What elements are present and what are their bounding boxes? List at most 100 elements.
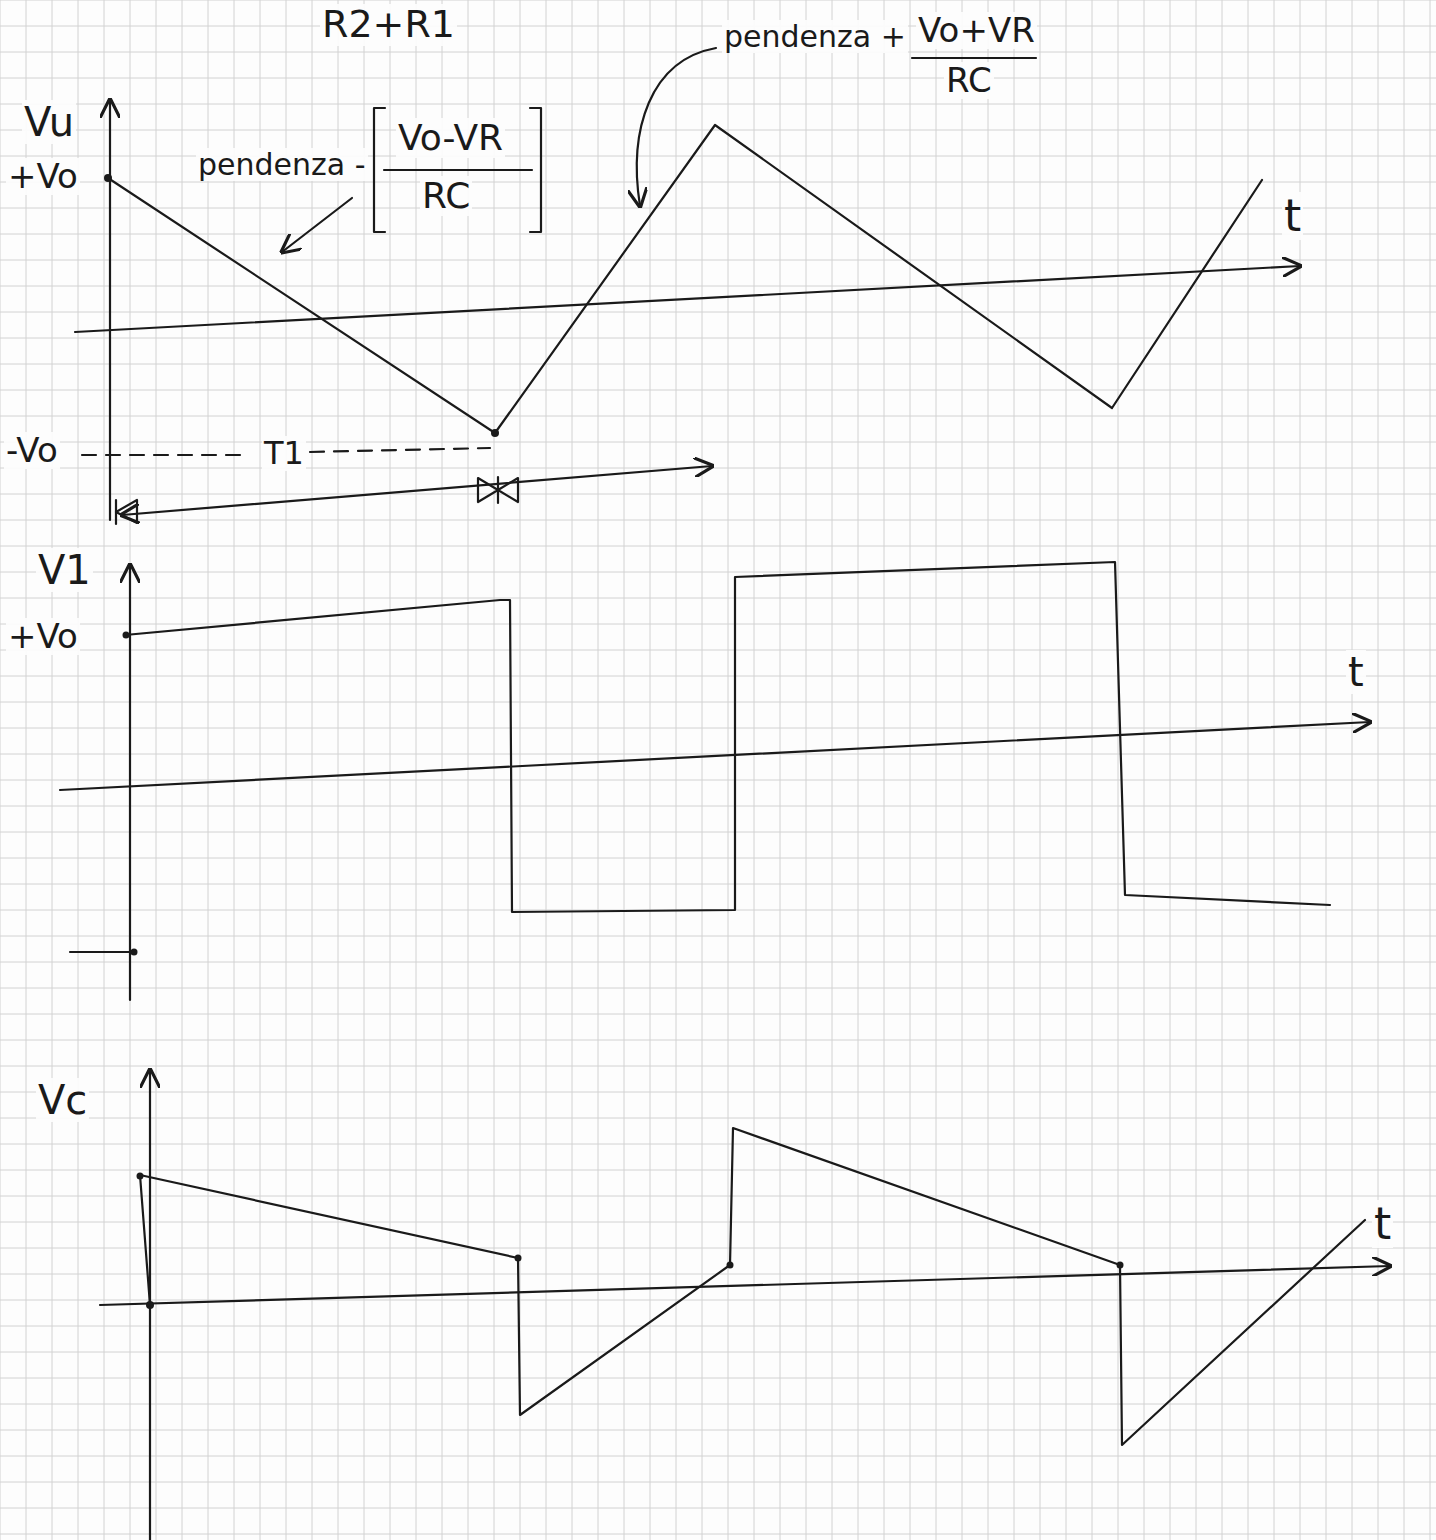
vertex-dot <box>515 1255 522 1262</box>
grid-line <box>0 1014 1436 1015</box>
vu-axis <box>109 100 111 520</box>
grid-line <box>832 0 833 1540</box>
fraction-bar <box>384 169 532 171</box>
grid-line <box>0 390 1436 391</box>
grid-line <box>936 0 937 1540</box>
grid-line <box>104 0 105 1540</box>
grid-line <box>0 988 1436 989</box>
period-arrow <box>122 466 712 515</box>
grid-line <box>1248 0 1249 1540</box>
grid-line <box>884 0 885 1540</box>
level-value: +Vo <box>6 158 80 195</box>
grid-line <box>1118 0 1119 1540</box>
level-dashes <box>82 454 250 456</box>
grid-line <box>858 0 859 1540</box>
grid-line <box>0 962 1436 963</box>
grid-line <box>0 1404 1436 1405</box>
diode-symbol <box>115 500 117 524</box>
grid-line <box>0 780 1436 781</box>
fraction-denominator: RC <box>944 62 994 99</box>
grid-line <box>312 0 313 1540</box>
grid-line <box>0 442 1436 443</box>
grid-line <box>156 0 157 1540</box>
time-axis <box>75 266 1300 332</box>
grid-line <box>0 884 1436 885</box>
grid-line <box>0 52 1436 53</box>
grid-line <box>780 0 781 1540</box>
axis-name: t <box>1346 650 1366 694</box>
grid-line <box>910 0 911 1540</box>
vertex-dot <box>137 1173 144 1180</box>
grid-line <box>0 572 1436 573</box>
vertex-dot <box>104 174 112 182</box>
v1-axis <box>129 565 131 1000</box>
grid-line <box>468 0 469 1540</box>
diode-symbol <box>497 477 499 503</box>
leader-arrow <box>637 48 716 206</box>
grid-line <box>0 702 1436 703</box>
grid-line <box>0 1092 1436 1093</box>
slope-note: pendenza + <box>722 20 908 53</box>
grid-line <box>234 0 235 1540</box>
grid-line <box>52 0 53 1540</box>
grid-line <box>0 1508 1436 1509</box>
grid-line <box>0 130 1436 131</box>
level-tick <box>70 951 134 953</box>
triangle-wave <box>108 125 1262 433</box>
grid-line <box>0 598 1436 599</box>
grid-line <box>754 0 755 1540</box>
grid-line <box>1144 0 1145 1540</box>
grid-line <box>0 338 1436 339</box>
grid-line <box>1014 0 1015 1540</box>
grid-line <box>650 0 651 1540</box>
grid-line <box>260 0 261 1540</box>
grid-line <box>962 0 963 1540</box>
grid-line <box>0 1430 1436 1431</box>
grid-line <box>0 520 1436 521</box>
grid-line <box>390 0 391 1540</box>
fraction-numerator: Vo-VR <box>396 118 505 158</box>
grid-line <box>0 468 1436 469</box>
grid-line <box>0 1326 1436 1327</box>
vertex-dot <box>727 1262 734 1269</box>
grid-line <box>338 0 339 1540</box>
grid-line <box>624 0 625 1540</box>
grid-line <box>1196 0 1197 1540</box>
grid-line <box>1378 0 1379 1540</box>
grid-line <box>0 1040 1436 1041</box>
grid-line <box>0 104 1436 105</box>
grid-line <box>0 858 1436 859</box>
axis-name: V1 <box>36 548 93 592</box>
grid-line <box>0 1144 1436 1145</box>
vertex-dot <box>491 429 499 437</box>
diode-symbol <box>498 478 518 502</box>
grid-line <box>364 0 365 1540</box>
grid-line <box>1352 0 1353 1540</box>
time-axis <box>100 1266 1390 1305</box>
axis-name: t <box>1372 1200 1393 1248</box>
grid-line <box>0 78 1436 79</box>
grid-line <box>78 0 79 1540</box>
grid-line <box>0 26 1436 27</box>
grid-line <box>1326 0 1327 1540</box>
grid-line <box>182 0 183 1540</box>
grid-line <box>0 1456 1436 1457</box>
grid-line <box>26 0 27 1540</box>
level-value: +Vo <box>6 618 80 655</box>
grid-line <box>0 1222 1436 1223</box>
square-wave <box>125 562 1330 912</box>
fraction-denominator: RC <box>420 176 472 216</box>
grid-line <box>1274 0 1275 1540</box>
grid-line <box>0 1248 1436 1249</box>
grid-line <box>0 676 1436 677</box>
grid-line <box>416 0 417 1540</box>
grid-line <box>0 650 1436 651</box>
grid-line <box>0 1300 1436 1301</box>
grid-line <box>0 936 1436 937</box>
diode-symbol <box>116 500 137 523</box>
grid-line <box>988 0 989 1540</box>
slope-note: pendenza - <box>196 148 368 181</box>
